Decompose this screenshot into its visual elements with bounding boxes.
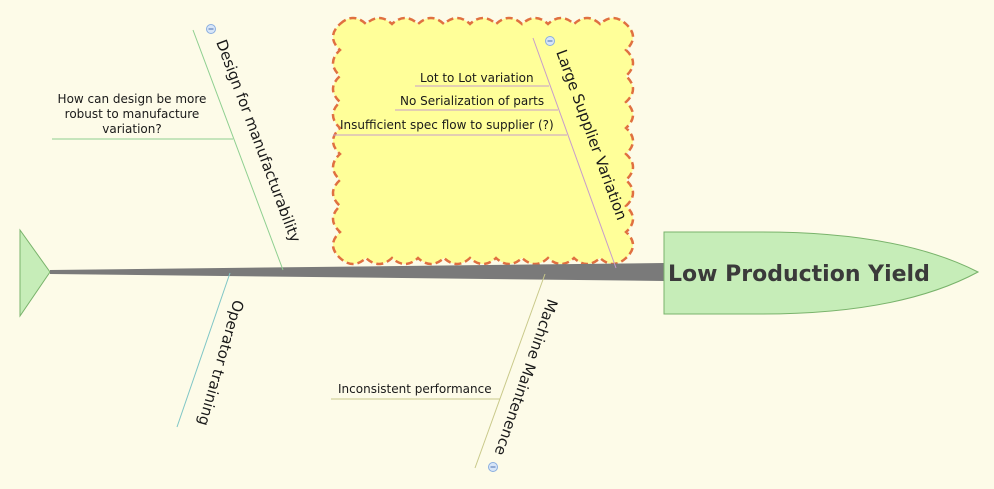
bone-machine-label: Machine Maintenence	[491, 297, 561, 458]
fish-head[interactable]	[663, 231, 980, 315]
head-title: Low Production Yield	[668, 262, 930, 287]
cause-supplier-text-3: Insufficient spec flow to supplier (?)	[340, 118, 554, 132]
cause-design-text-2: robust to manufacture	[65, 107, 200, 121]
cause-machine-text: Inconsistent performance	[338, 382, 492, 396]
bone-supplier[interactable]	[532, 37, 617, 269]
fish-tail	[19, 228, 51, 318]
fish-spine	[50, 263, 664, 281]
bone-design[interactable]	[192, 29, 284, 271]
collapse-toggle-supplier[interactable]	[545, 36, 555, 46]
bone-operator[interactable]	[176, 272, 231, 428]
collapse-toggle-machine[interactable]	[488, 462, 498, 472]
bone-machine[interactable]	[474, 273, 546, 469]
highlight-cloud	[331, 16, 635, 266]
bone-operator-label: Operator training	[194, 298, 247, 428]
bone-design-label: Design for manufacturability	[212, 37, 304, 245]
cause-design-text-3: variation?	[102, 122, 161, 136]
collapse-toggle-design[interactable]	[206, 24, 216, 34]
cause-supplier-text-2: No Serialization of parts	[400, 94, 544, 108]
cause-design-text-1: How can design be more	[58, 92, 207, 106]
cause-supplier-text-1: Lot to Lot variation	[420, 71, 534, 85]
